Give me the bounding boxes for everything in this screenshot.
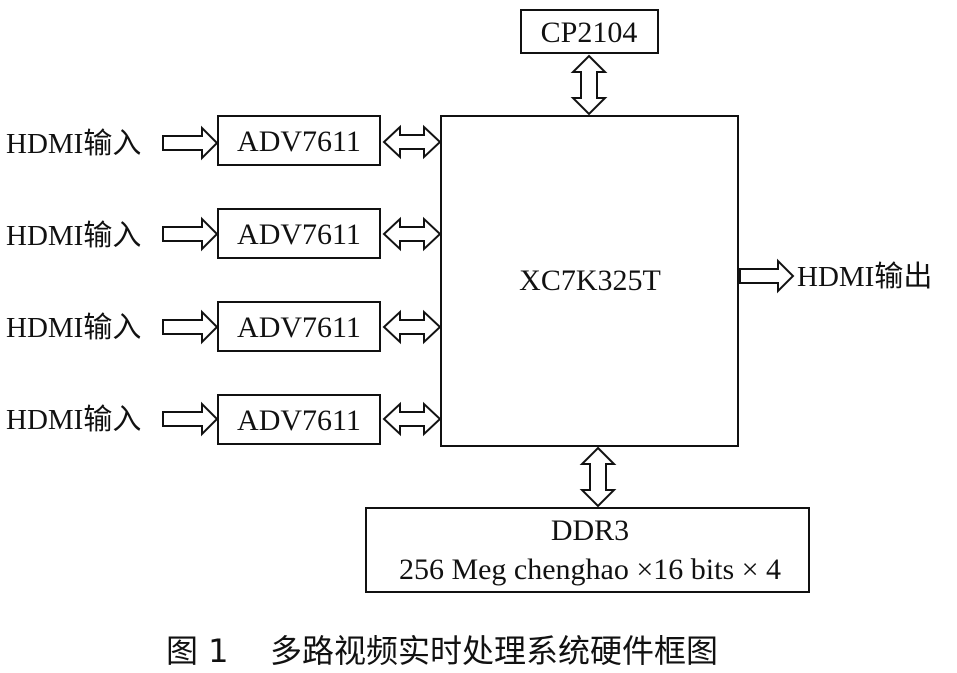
- adv-fpga-arrow-4: [382, 401, 442, 437]
- adv-fpga-arrow-3: [382, 309, 442, 345]
- adv-fpga-arrow-2: [382, 216, 442, 252]
- hdmi-input-label-4: HDMI输入: [6, 403, 141, 436]
- fpga-ddr3-arrow: [579, 446, 617, 508]
- hdmi-input-label-2: HDMI输入: [6, 219, 141, 252]
- adv7611-box-2: [217, 208, 381, 259]
- figure-caption: 多路视频实时处理系统硬件框图: [270, 632, 718, 670]
- figure-number: 图 1: [166, 632, 229, 670]
- hdmi-input-label-3: HDMI输入: [6, 311, 141, 344]
- hdmi-input-arrow-1: [162, 125, 219, 161]
- hdmi-input-arrow-2: [162, 216, 219, 252]
- adv-fpga-arrow-1: [382, 124, 442, 160]
- adv7611-box-3: [217, 301, 381, 352]
- adv7611-label-2: ADV7611: [237, 218, 361, 251]
- cp2104-fpga-arrow: [570, 54, 608, 116]
- cp2104-label: CP2104: [541, 16, 638, 49]
- adv7611-box-1: [217, 115, 381, 166]
- adv7611-label-4: ADV7611: [237, 404, 361, 437]
- adv7611-box-4: [217, 394, 381, 445]
- fpga-box: [440, 115, 739, 447]
- adv7611-label-1: ADV7611: [237, 125, 361, 158]
- fpga-label: XC7K325T: [519, 264, 661, 297]
- hdmi-input-arrow-3: [162, 309, 219, 345]
- adv7611-label-3: ADV7611: [237, 311, 361, 344]
- cp2104-box: [520, 9, 659, 54]
- hdmi-input-label-1: HDMI输入: [6, 127, 141, 160]
- hdmi-input-arrow-4: [162, 401, 219, 437]
- hdmi-output-label: HDMI输出: [797, 260, 932, 293]
- ddr3-spec: 256 Meg chenghao ×16 bits × 4: [399, 553, 781, 586]
- hdmi-output-arrow: [739, 258, 795, 294]
- ddr3-box: [365, 507, 810, 593]
- ddr3-label: DDR3: [551, 514, 629, 547]
